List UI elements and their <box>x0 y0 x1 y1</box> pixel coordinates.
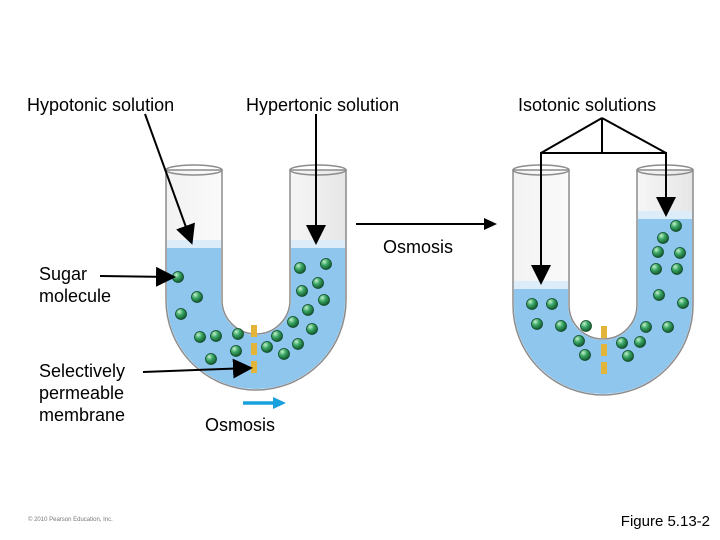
copyright-credit: © 2010 Pearson Education, Inc. <box>28 517 113 523</box>
label-hypotonic: Hypotonic solution <box>27 95 175 115</box>
water-left-tube <box>167 245 345 389</box>
label-hypertonic: Hypertonic solution <box>246 95 400 115</box>
membrane-left <box>251 325 257 373</box>
sugar-molecules-right <box>526 220 689 362</box>
pointer-lines <box>99 113 676 379</box>
sugar-molecules-left <box>172 258 332 365</box>
water-right-tube <box>514 215 692 394</box>
process-arrow <box>356 218 497 230</box>
label-isotonic: Isotonic solutions <box>518 95 657 115</box>
figure-number: Figure 5.13-2 <box>620 513 710 530</box>
membrane-right <box>601 326 607 374</box>
label-osmosis-middle: Osmosis <box>383 237 454 257</box>
label-membrane: Selectively permeable membrane <box>39 361 126 425</box>
pointer-hypotonic <box>144 113 195 245</box>
osmosis-arrow <box>243 397 286 409</box>
pointer-membrane <box>142 358 253 379</box>
label-sugar-molecule: Sugar molecule <box>39 264 112 306</box>
pointer-sugar <box>99 266 176 287</box>
u-tube-right <box>512 164 694 396</box>
label-osmosis-bottom: Osmosis <box>205 415 276 435</box>
